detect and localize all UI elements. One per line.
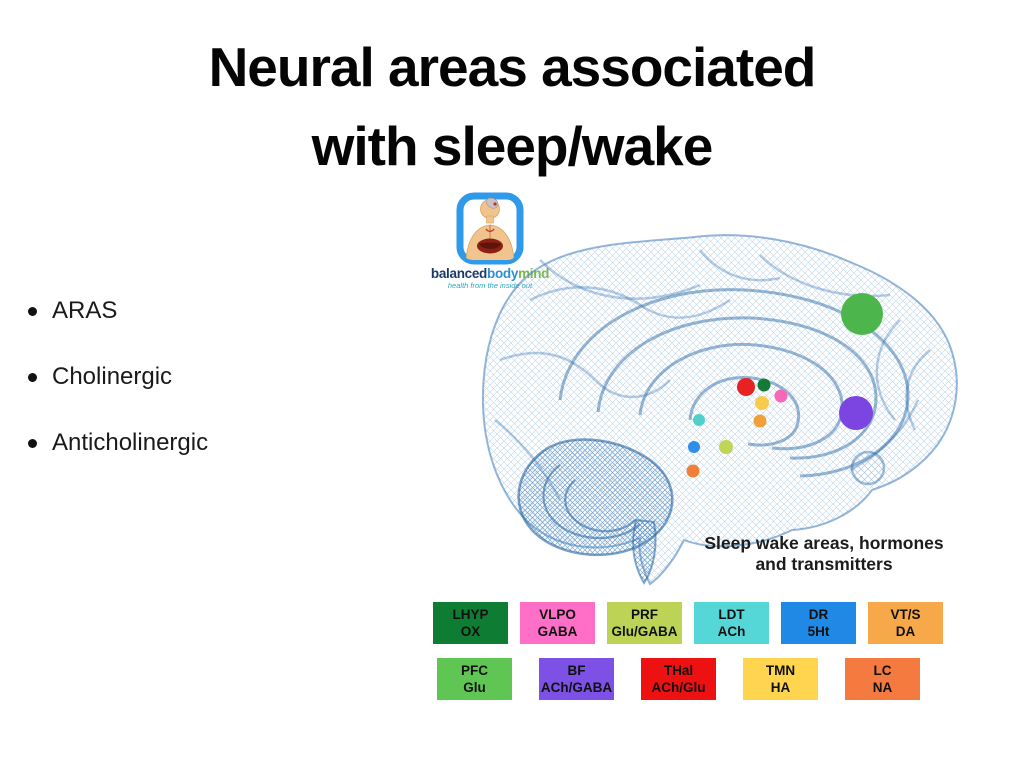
legend-label: THal	[663, 663, 694, 678]
legend-sublabel: OX	[460, 624, 481, 639]
legend-sublabel: HA	[770, 680, 791, 695]
legend-box-tmn-ha: TMN HA	[743, 658, 818, 700]
legend-label: BF	[567, 663, 586, 678]
list-item: ARAS	[22, 296, 208, 326]
logo-word-balanced: balanced	[430, 266, 487, 281]
logo-tagline: health from the inside out	[447, 281, 533, 290]
legend-label: PRF	[631, 607, 658, 622]
legend-label: PFC	[461, 663, 488, 678]
legend-box-vlpo-gaba: VLPO GABA	[520, 602, 595, 644]
legend-box-thal-ach-glu: THal ACh/Glu	[641, 658, 716, 700]
legend-label: TMN	[765, 663, 796, 678]
marker-bf-ach-gaba	[839, 396, 873, 430]
body-figure-icon	[456, 192, 524, 265]
marker-lc-na	[686, 464, 700, 478]
marker-tmn-ha	[755, 396, 769, 410]
legend-label: VT/S	[890, 607, 921, 622]
legend-row-2: PFC Glu BF ACh/GABA THal ACh/Glu TMN HA …	[437, 658, 920, 700]
marker-vts-da	[753, 414, 767, 428]
logo-word-body: body	[487, 266, 519, 281]
marker-thal-ach-glu	[737, 378, 755, 396]
legend-sublabel: DA	[895, 624, 916, 639]
caption-line-1: Sleep wake areas, hormones	[704, 533, 944, 553]
legend-box-ldt-ach: LDT ACh	[694, 602, 769, 644]
legend-sublabel: ACh/GABA	[540, 680, 613, 695]
legend-sublabel: Glu	[463, 680, 486, 695]
legend-box-vts-da: VT/S DA	[868, 602, 943, 644]
marker-vlpo-gaba	[774, 389, 788, 403]
legend-label: LHYP	[452, 607, 489, 622]
page-title: Neural areas associated with sleep/wake	[0, 28, 1024, 186]
legend-sublabel: ACh	[717, 624, 746, 639]
list-item: Anticholinergic	[22, 428, 208, 458]
bullet-label: Cholinergic	[52, 363, 173, 390]
title-line-1: Neural areas associated	[208, 36, 817, 98]
brain-outline	[481, 234, 958, 586]
bullet-label: ARAS	[52, 297, 118, 324]
list-item: Cholinergic	[22, 362, 208, 392]
bullet-icon	[28, 372, 37, 382]
legend-sublabel: ACh/Glu	[651, 680, 706, 695]
balancedbodymind-logo: balancedbodymind health from the inside …	[428, 192, 552, 290]
bullet-icon	[28, 438, 37, 448]
marker-dr-5ht	[688, 441, 700, 453]
legend-label: VLPO	[539, 607, 576, 622]
bullet-icon	[28, 306, 37, 316]
legend-box-prf-glu-gaba: PRF Glu/GABA	[607, 602, 682, 644]
legend-row-1: LHYP OX VLPO GABA PRF Glu/GABA LDT ACh D…	[433, 602, 943, 644]
legend-sublabel: GABA	[537, 624, 578, 639]
legend-label: DR	[808, 607, 829, 622]
legend-sublabel: 5Ht	[807, 624, 830, 639]
marker-ldt-ach	[693, 414, 705, 426]
marker-lhyp-ox	[757, 378, 771, 392]
caption-line-2: and transmitters	[755, 554, 893, 574]
legend-box-lc-na: LC NA	[845, 658, 920, 700]
bullet-list: ARAS Cholinergic Anticholinergic	[22, 296, 208, 494]
figure-caption: Sleep wake areas, hormones and transmitt…	[688, 533, 960, 575]
legend-box-lhyp-ox: LHYP OX	[433, 602, 508, 644]
bullet-label: Anticholinergic	[52, 429, 209, 456]
brain-wireframe-figure	[481, 234, 958, 586]
marker-prf-glu-gaba	[719, 440, 733, 454]
legend-label: LC	[873, 663, 892, 678]
title-line-2: with sleep/wake	[311, 115, 714, 177]
legend-sublabel: NA	[872, 680, 893, 695]
legend-box-bf-ach-gaba: BF ACh/GABA	[539, 658, 614, 700]
legend-box-dr-5ht: DR 5Ht	[781, 602, 856, 644]
legend-box-pfc-glu: PFC Glu	[437, 658, 512, 700]
markers	[686, 293, 883, 478]
marker-pfc-glu	[841, 293, 883, 335]
legend-sublabel: Glu/GABA	[611, 624, 678, 639]
legend-label: LDT	[718, 607, 745, 622]
